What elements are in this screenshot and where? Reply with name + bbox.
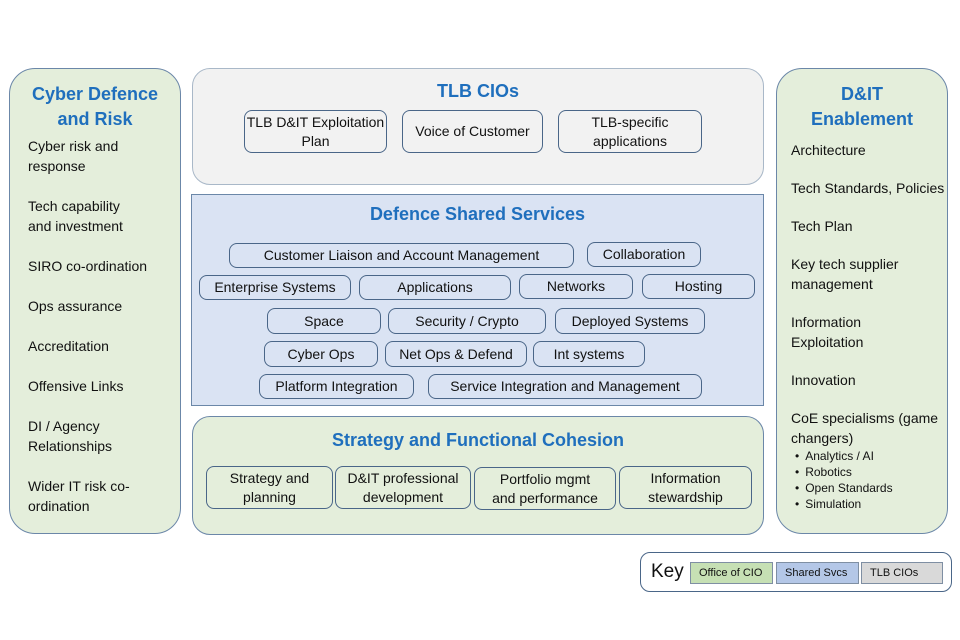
- strategy-title: Strategy and Functional Cohesion: [331, 430, 625, 450]
- list-item: Information Exploitation: [791, 314, 864, 350]
- service-box: Applications: [359, 275, 511, 300]
- list-item: Offensive Links: [28, 378, 124, 394]
- service-box: Security / Crypto: [388, 308, 546, 334]
- list-item: Tech Plan: [791, 218, 853, 234]
- coe-sub-list: Analytics / AI Robotics Open Standards S…: [795, 448, 947, 512]
- tlb-specific-applications-box: TLB-specific applications: [558, 110, 702, 153]
- key-swatch-office-of-cio: Office of CIO: [690, 562, 773, 584]
- list-item: Tech Standards, Policies: [791, 180, 945, 196]
- sub-list-item: Open Standards: [795, 480, 947, 496]
- tlb-cios-panel: TLB CIOs TLB D&IT Exploitation Plan Voic…: [192, 68, 764, 185]
- list-item: Ops assurance: [28, 298, 123, 314]
- service-box: Networks: [519, 274, 633, 299]
- list-item: DI / Agency Relationships: [28, 418, 113, 454]
- strategy-panel: Strategy and Functional Cohesion Strateg…: [192, 416, 764, 535]
- list-item: Innovation: [791, 372, 856, 388]
- cyber-defence-title: Cyber Defence and Risk: [31, 84, 159, 129]
- coe-specialisms-label: CoE specialisms (game changers): [791, 410, 939, 446]
- list-item: Cyber risk and response: [28, 138, 119, 174]
- dit-enablement-title: D&IT Enablement: [810, 84, 914, 129]
- list-item: Wider IT risk co-ordination: [28, 478, 130, 514]
- service-box: Enterprise Systems: [199, 275, 351, 300]
- service-box: Net Ops & Defend: [385, 341, 527, 367]
- tlb-cios-title: TLB CIOs: [436, 81, 519, 101]
- shared-services-title: Defence Shared Services: [369, 204, 586, 224]
- key-swatch-tlb-cios: TLB CIOs: [861, 562, 943, 584]
- sub-list-item: Robotics: [795, 464, 947, 480]
- list-item: Architecture: [791, 142, 866, 158]
- service-box: Deployed Systems: [555, 308, 705, 334]
- list-item: SIRO co-ordination: [28, 258, 148, 274]
- key-swatch-shared-svcs: Shared Svcs: [776, 562, 859, 584]
- list-item: Key tech supplier management: [791, 256, 899, 292]
- shared-services-panel: Defence Shared Services Customer Liaison…: [191, 194, 764, 406]
- service-box: Platform Integration: [259, 374, 414, 399]
- service-box: Int systems: [533, 341, 645, 367]
- sub-list-item: Analytics / AI: [795, 448, 947, 464]
- service-box: Cyber Ops: [264, 341, 378, 367]
- cyber-defence-panel: Cyber Defence and Risk Cyber risk and re…: [9, 68, 181, 534]
- voice-of-customer-box: Voice of Customer: [402, 110, 543, 153]
- service-box: Service Integration and Management: [428, 374, 702, 399]
- strategy-box: Portfolio mgmt and performance: [474, 467, 616, 510]
- cyber-defence-list: Cyber risk and response Tech capability …: [28, 136, 170, 516]
- service-box: Customer Liaison and Account Management: [229, 243, 574, 268]
- key-legend: Key Office of CIO Shared Svcs TLB CIOs: [640, 552, 952, 592]
- service-box: Collaboration: [587, 242, 701, 267]
- tlb-exploitation-plan-box: TLB D&IT Exploitation Plan: [244, 110, 387, 153]
- strategy-box: Strategy and planning: [206, 466, 333, 509]
- dit-enablement-panel: D&IT Enablement Architecture Tech Standa…: [776, 68, 948, 534]
- service-box: Space: [267, 308, 381, 334]
- list-item: CoE specialisms (game changers) Analytic…: [791, 408, 947, 512]
- strategy-box: D&IT professional development: [335, 466, 471, 509]
- list-item: Tech capability and investment: [28, 198, 123, 234]
- sub-list-item: Simulation: [795, 496, 947, 512]
- dit-enablement-list: Architecture Tech Standards, Policies Te…: [791, 140, 947, 512]
- service-box: Hosting: [642, 274, 755, 299]
- key-label: Key: [651, 561, 684, 582]
- strategy-box: Information stewardship: [619, 466, 752, 509]
- list-item: Accreditation: [28, 338, 109, 354]
